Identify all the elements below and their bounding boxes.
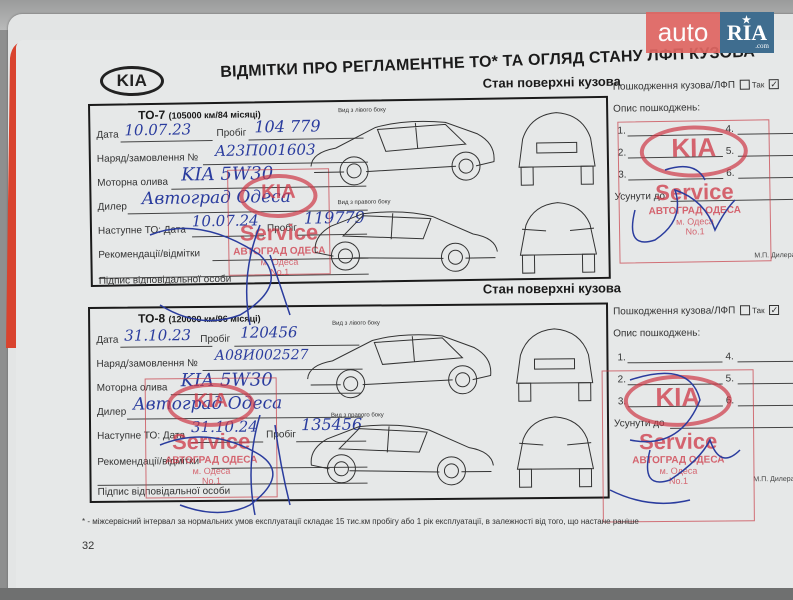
damage-question: Пошкодження кузова/ЛФП Так ✓: [612, 79, 780, 93]
service-form-box: ТО-7 (105000 км/84 місяці) Дата 10.07.23…: [88, 95, 611, 287]
page-number: 32: [82, 540, 95, 552]
car-rear-diagram: [519, 202, 598, 274]
watermark-auto: auto: [646, 12, 720, 53]
next-to-date-label: Наступне ТО: Дата: [97, 224, 186, 237]
signature-label: Підпис відповідальної особи: [98, 273, 232, 287]
recommendations-label: Рекомендації/відмітки: [98, 248, 201, 261]
car-rear-diagram: [516, 416, 595, 488]
car-front-diagram: [516, 328, 594, 402]
damage-no-checkbox[interactable]: ✓: [768, 79, 780, 90]
damage-panel: Пошкодження кузова/ЛФП Так ✓ Опис пошкод…: [613, 79, 793, 272]
order-value: А23П001603: [214, 140, 316, 161]
date-label: Дата: [96, 129, 119, 141]
mileage-label: Пробіг: [216, 127, 247, 139]
left-view-label: Вид з лівого боку: [338, 107, 386, 115]
watermark-ria: ★ RIA .com: [720, 12, 774, 53]
service-section-to7: ТО-7 (105000 км/84 місяці) Дата 10.07.23…: [88, 74, 793, 304]
car-left-side-diagram: [310, 120, 495, 186]
dealer-label: Дилер: [96, 406, 127, 418]
car-right-side-diagram: [310, 424, 494, 486]
order-label: Наряд/замовлення №: [96, 152, 199, 165]
table-surface: [0, 588, 793, 600]
autoria-watermark: auto ★ RIA .com: [646, 12, 774, 53]
car-left-side-diagram: [307, 334, 492, 399]
mileage-value: 120456: [240, 323, 298, 342]
left-view-label: Вид з лівого боку: [332, 320, 380, 327]
service-title: ТО-7 (105000 км/84 місяці): [138, 107, 261, 123]
date-label: Дата: [96, 334, 119, 346]
damage-description-label: Опис пошкоджень:: [613, 102, 701, 115]
surface-title: Стан поверхні кузова: [482, 280, 621, 297]
oil-label: Моторна олива: [97, 176, 169, 189]
dealer-seal-label: М.П. Дилера: [753, 475, 793, 484]
car-right-side-diagram: [314, 211, 498, 272]
service-form-box: ТО-8 (120000 км/96 місяці) Дата 31.10.23…: [88, 302, 610, 503]
date-value: 10.07.23: [124, 120, 192, 140]
order-label: Наряд/замовлення №: [96, 358, 198, 370]
service-section-to8: ТО-8 (120000 км/96 місяці) Дата 31.10.23…: [88, 280, 793, 523]
dealer-stamp: KIA Service АВТОГРАД ОДЕСА м. Одеса No.1: [144, 377, 278, 499]
damage-panel: Пошкодження кузова/ЛФП Так ✓ Опис пошкод…: [601, 305, 793, 523]
surface-title: Стан поверхні кузова: [482, 73, 621, 91]
damage-yes-checkbox[interactable]: [739, 79, 750, 91]
star-icon: ★: [742, 15, 751, 26]
damage-description-label: Опис пошкоджень:: [613, 327, 701, 340]
dealer-stamp: KIA Service АВТОГРАД ОДЕСА м. Одеса No.1: [617, 119, 772, 264]
order-value: А08И002527: [214, 347, 309, 364]
damage-no-checkbox[interactable]: ✓: [769, 305, 780, 316]
car-front-diagram: [518, 112, 596, 186]
kia-logo: KIA: [100, 66, 164, 96]
damage-yes-checkbox[interactable]: [740, 305, 751, 316]
footnote: * - міжсервісний інтервал за нормальних …: [82, 517, 639, 526]
dealer-label: Дилер: [97, 201, 128, 213]
date-value: 31.10.23: [124, 326, 192, 345]
dealer-stamp: KIA Service АВТОГРАД ОДЕСА м. Одеса No.1: [601, 369, 755, 523]
damage-question: Пошкодження кузова/ЛФП Так ✓: [613, 305, 780, 318]
mileage-label: Пробіг: [200, 333, 231, 346]
